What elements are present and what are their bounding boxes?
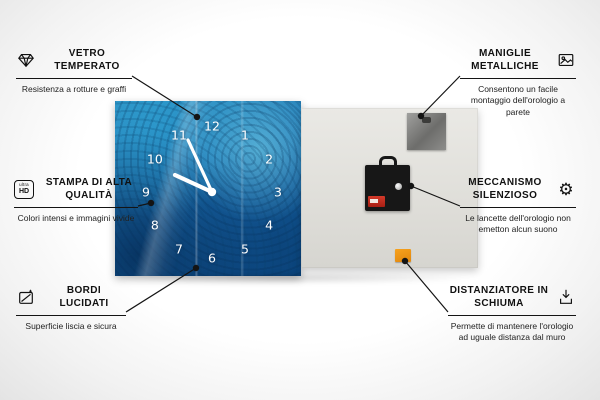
callout-title: BORDI LUCIDATI [59,285,109,309]
callout-polished-edges: BORDI LUCIDATI Superficie liscia e sicur… [16,284,126,332]
callout-print-quality: ultra HD STAMPA DI ALTA QUALITÀ Colori i… [14,176,138,224]
clock-hands [172,138,217,197]
callout-description: Superficie liscia e sicura [25,321,117,331]
callout-description: Permette di mantenere l'orologio ad ugua… [450,321,574,343]
hand-shaft [395,183,402,190]
clock-number: 10 [146,151,163,167]
clock-number: 6 [208,250,216,266]
clock-number: 3 [274,184,282,200]
clock-number: 4 [265,217,274,233]
product-shadow [118,272,478,284]
clock-number: 11 [171,127,187,143]
picture-frame-icon [556,50,576,70]
callout-title: MANIGLIE METALLICHE [471,48,539,72]
callout-title: STAMPA DI ALTA QUALITÀ [45,177,133,201]
clock-number: 8 [150,217,159,233]
foam-spacer-icon [556,287,576,307]
callout-silent-mechanism: MECCANISMO SILENZIOSO ⚙ Le lancette dell… [460,176,576,236]
callout-foam-spacer: DISTANZIATORE IN SCHIUMA Permette di man… [448,284,576,344]
callout-title: DISTANZIATORE IN SCHIUMA [449,285,549,309]
callout-title: MECCANISMO SILENZIOSO [468,177,542,201]
hanger-slot [422,117,431,123]
clock-number: 7 [175,241,183,257]
callout-metal-hangers: MANIGLIE METALLICHE Consentono un facile… [460,47,576,118]
callout-description: Consentono un facile montaggio dell'orol… [470,84,566,117]
callout-description: Le lancette dell'orologio non emetton al… [465,213,571,235]
clock-number: 9 [142,184,150,200]
mechanism-hook [379,156,397,169]
clock-number: 2 [265,151,274,167]
callout-description: Colori intensi e immagini vivide [17,213,135,223]
clock-number: 5 [241,241,249,257]
ultra-hd-icon: ultra HD [14,179,34,199]
gear-icon: ⚙ [558,179,574,199]
battery [368,196,385,207]
callout-title: VETRO TEMPERATO [54,48,120,72]
clock-back-panel [301,108,478,268]
callout-tempered-glass: VETRO TEMPERATO Resistenza a rotture e g… [16,47,132,95]
clock-number: 12 [204,118,220,134]
foam-spacer [395,249,411,262]
clock-mechanism [365,156,410,211]
diamond-icon [16,50,36,70]
battery-label [370,199,378,203]
clock-number: 1 [241,127,249,143]
metal-hanger-plate [407,113,446,150]
callout-description: Resistenza a rotture e graffi [21,84,127,94]
polished-edge-icon [16,287,36,307]
